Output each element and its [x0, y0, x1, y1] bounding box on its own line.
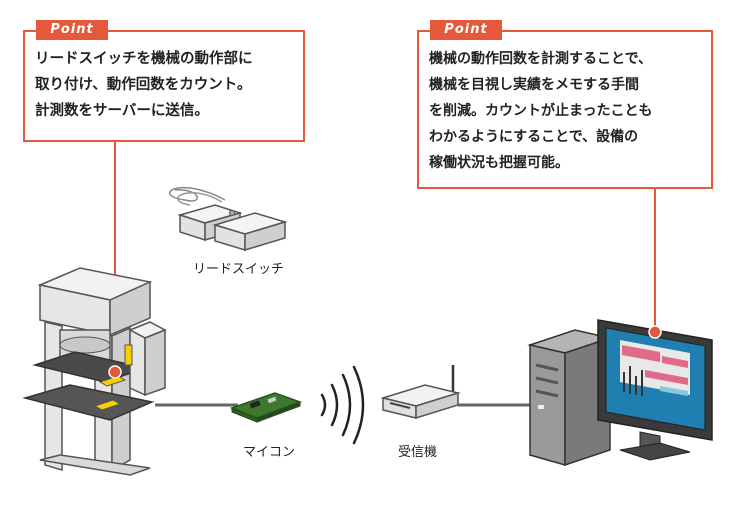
callout-left-tag: Point [36, 20, 108, 40]
receiver-label: 受信機 [398, 445, 438, 460]
receiver-illustration [380, 365, 461, 420]
callout-right-line: 稼働状況も把握可能。 [429, 155, 569, 171]
callout-right-line: を削減。カウントが止まったことも [429, 103, 653, 119]
callout-right-line: 機械の動作回数を計測することで、 [429, 51, 653, 67]
callout-right-tag: Point [430, 20, 502, 40]
wireless-signal-icon [320, 365, 365, 445]
press-machine-illustration [22, 267, 167, 476]
callout-left-dot [108, 365, 122, 379]
callout-left [23, 30, 305, 142]
microcontroller-label: マイコン [243, 445, 296, 460]
callout-right [417, 30, 713, 189]
callout-left-line: 取り付け、動作回数をカウント。 [35, 77, 252, 93]
callout-right-dot [648, 325, 662, 339]
microcontroller-illustration [229, 392, 303, 423]
reed-switch-label: リードスイッチ [193, 262, 285, 277]
callout-left-line: リードスイッチを機械の動作部に [35, 51, 253, 67]
callout-left-text: リードスイッチを機械の動作部に 取り付け、動作回数をカウント。 計測数をサーバー… [35, 46, 253, 124]
callout-right-text: 機械の動作回数を計測することで、 機械を目視し実績をメモする手間 を削減。カウン… [429, 46, 652, 176]
callout-right-line: わかるようにすることで、設備の [429, 129, 639, 145]
callout-left-line: 計測数をサーバーに送信。 [35, 103, 209, 119]
monitor-illustration [597, 319, 713, 461]
reed-switch-illustration [169, 187, 288, 252]
callout-right-line: 機械を目視し実績をメモする手間 [429, 77, 639, 93]
